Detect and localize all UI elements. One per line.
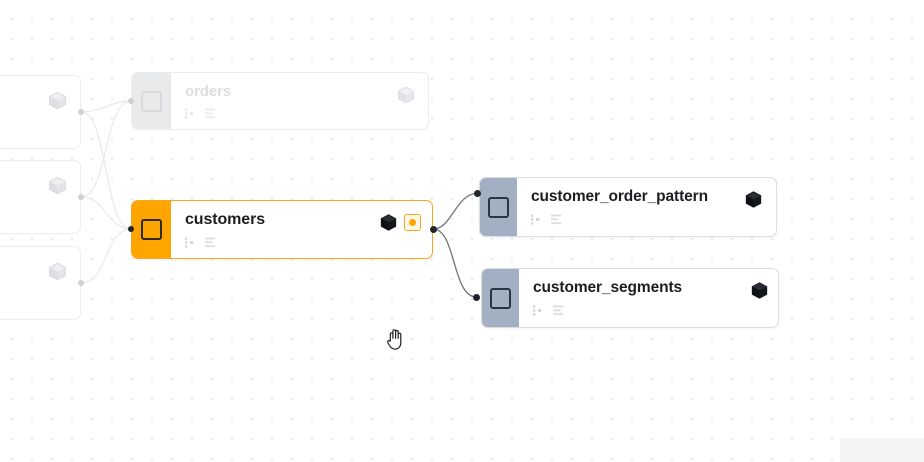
node-meta-row <box>531 214 764 225</box>
cube-icon <box>379 213 398 232</box>
cube-icon <box>47 261 68 282</box>
list-icon <box>205 108 216 118</box>
node-customer-order-pattern[interactable]: customer_order_pattern <box>479 177 777 237</box>
port-upstream-1-out <box>78 109 84 115</box>
edge-upstream-1-to-customers <box>80 111 132 230</box>
grab-hand-cursor <box>387 329 402 350</box>
node-customer-segments[interactable]: customer_segments <box>481 268 779 328</box>
list-icon <box>205 237 216 247</box>
node-customers-body: customers <box>171 201 432 258</box>
node-upstream-1[interactable] <box>0 75 81 149</box>
selection-square-icon <box>141 90 162 112</box>
node-customer-order-pattern-handle[interactable] <box>480 178 517 236</box>
tree-icon <box>185 107 194 119</box>
edge-customers-to-customer-segments <box>432 228 477 298</box>
tree-icon <box>533 305 542 316</box>
cube-icon <box>750 281 769 300</box>
node-title: customers <box>185 210 266 228</box>
node-customer-order-pattern-badges <box>744 190 763 209</box>
list-icon <box>553 305 564 315</box>
cube-icon <box>744 190 763 209</box>
edge-upstream-2-to-orders <box>80 100 132 198</box>
node-orders-handle[interactable] <box>132 73 171 129</box>
node-customers-badges <box>379 213 421 232</box>
port-orders-in <box>128 98 134 104</box>
cube-icon <box>47 90 68 111</box>
node-upstream-3[interactable] <box>0 246 81 320</box>
node-title: customer_segments <box>533 279 683 297</box>
selection-square-icon <box>488 196 509 218</box>
node-meta-row <box>533 305 766 316</box>
port-customers-in <box>128 226 134 232</box>
edge-customers-to-customer-order-pattern <box>432 192 478 230</box>
node-meta-row <box>185 107 416 119</box>
node-title: customer_order_pattern <box>531 188 708 206</box>
port-customer-order-pattern-in <box>474 190 481 197</box>
node-orders-badges <box>396 85 416 105</box>
edge-upstream-3-to-customers <box>80 228 132 284</box>
node-title: orders <box>185 82 232 100</box>
node-upstream-2[interactable] <box>0 160 81 234</box>
list-icon <box>551 214 562 224</box>
selection-square-icon <box>490 287 511 309</box>
port-customers-out <box>430 226 437 233</box>
node-customer-order-pattern-body: customer_order_pattern <box>517 178 776 236</box>
edge-upstream-2-to-customers <box>80 196 132 230</box>
port-customer-segments-in <box>473 294 480 301</box>
cube-icon <box>47 175 68 196</box>
port-upstream-3-out <box>78 280 84 286</box>
cube-icon <box>396 85 416 105</box>
selection-square-icon <box>141 219 162 240</box>
tree-icon <box>531 214 540 225</box>
node-meta-row <box>185 236 420 248</box>
canvas-bottom-panel[interactable] <box>840 438 924 462</box>
node-orders-body: orders <box>171 73 428 129</box>
node-customer-segments-body: customer_segments <box>519 269 778 327</box>
status-dot <box>409 219 416 226</box>
node-customer-segments-badges <box>750 281 769 300</box>
status-dot-icon[interactable] <box>404 214 421 231</box>
node-customers[interactable]: customers <box>131 200 433 259</box>
edge-upstream-1-to-orders <box>80 100 132 113</box>
tree-icon <box>185 236 194 248</box>
port-upstream-2-out <box>78 194 84 200</box>
node-orders[interactable]: orders <box>131 72 429 130</box>
node-customer-segments-handle[interactable] <box>482 269 519 327</box>
node-customers-handle[interactable] <box>132 201 171 258</box>
